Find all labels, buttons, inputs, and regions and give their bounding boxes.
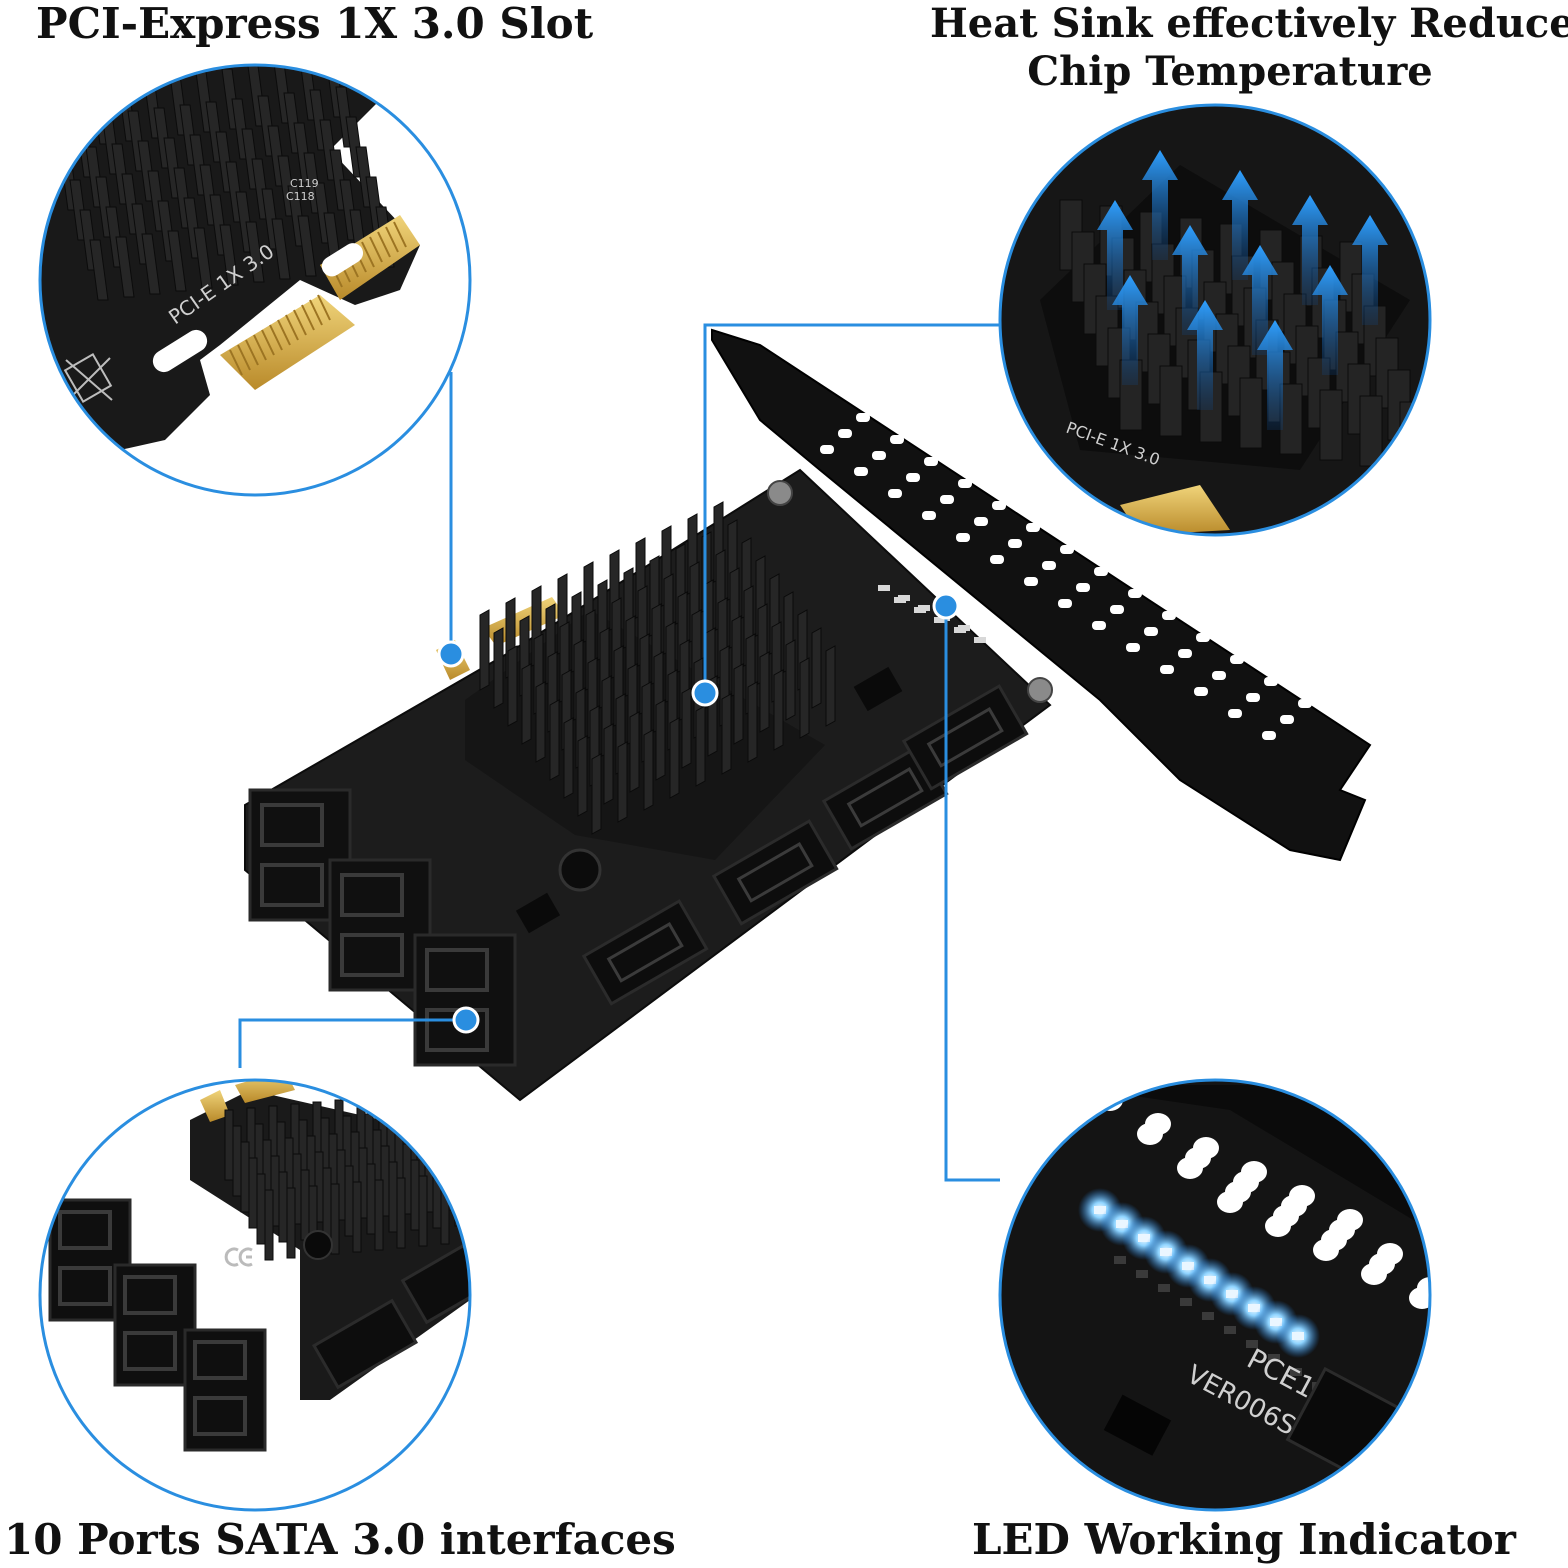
sata-port-icon: [248, 788, 517, 1067]
cap-marking: C119: [290, 177, 319, 190]
caption-heat-sink: Heat Sink effectively Reduce Chip Temper…: [930, 0, 1568, 96]
cap-marking: C118: [286, 190, 315, 203]
caption-heat-sink-line2: Chip Temperature: [1027, 48, 1433, 95]
sata-port-icon: [581, 684, 1029, 1006]
caption-led-indicator: LED Working Indicator: [972, 1515, 1516, 1564]
caption-pcie-slot: PCI-Express 1X 3.0 Slot: [36, 0, 594, 48]
caption-heat-sink-line1: Heat Sink effectively Reduce: [930, 0, 1568, 47]
screw: [767, 480, 793, 506]
screw: [1027, 677, 1053, 703]
detail-circle-sata-ports: [38, 1078, 472, 1512]
callout-lines: [238, 323, 1000, 1182]
ce-mark: [224, 1247, 253, 1267]
weee-bin-icon: [63, 353, 113, 403]
mounting-post: [558, 848, 602, 892]
detail-circle-heat-sink: PCI-E 1X 3.0: [998, 103, 1432, 537]
mounting-bracket: [711, 328, 1372, 862]
caption-sata-ports: 10 Ports SATA 3.0 interfaces: [4, 1515, 676, 1564]
callout-dots: [437, 592, 960, 1034]
detail-circle-led-indicator: PCE10ST-A03 VER006S: [998, 1078, 1432, 1512]
bracket-vent-holes: [820, 413, 1312, 740]
detail-circle-pcie-slot: PCI-E 1X 3.0 C119 C118: [38, 63, 472, 497]
